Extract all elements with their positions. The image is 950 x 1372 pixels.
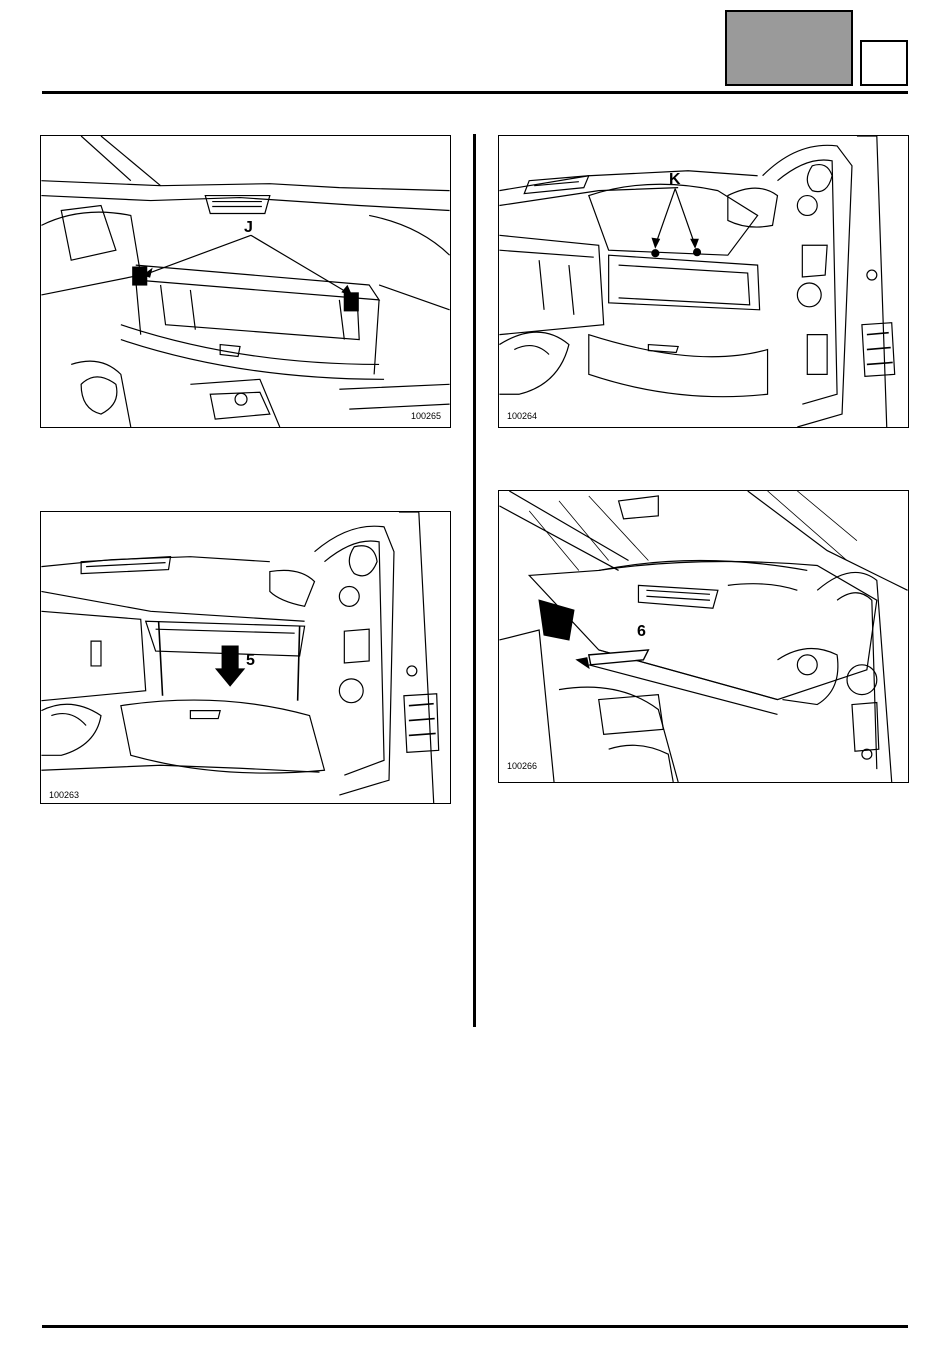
header-rule <box>42 91 908 94</box>
figure-100263: 5 100263 <box>40 511 451 804</box>
figure-100266: 6 100266 <box>498 490 909 783</box>
callout-j: J <box>244 219 253 237</box>
dashboard-illustration-j <box>41 136 450 427</box>
figure-number: 100266 <box>507 761 537 771</box>
footer-rule <box>42 1325 908 1328</box>
dashboard-illustration-k <box>499 136 908 427</box>
column-divider <box>473 134 476 1027</box>
figure-number: 100264 <box>507 411 537 421</box>
figure-number: 100265 <box>411 411 441 421</box>
figure-number: 100263 <box>49 790 79 800</box>
chapter-tab-box <box>860 40 908 86</box>
dashboard-illustration-6 <box>499 491 908 782</box>
callout-5: 5 <box>246 652 255 670</box>
callout-k: K <box>669 171 681 189</box>
callout-6: 6 <box>637 623 646 641</box>
figure-100265: J 100265 <box>40 135 451 428</box>
figure-100264: K 100264 <box>498 135 909 428</box>
chapter-tab-gray <box>725 10 853 86</box>
